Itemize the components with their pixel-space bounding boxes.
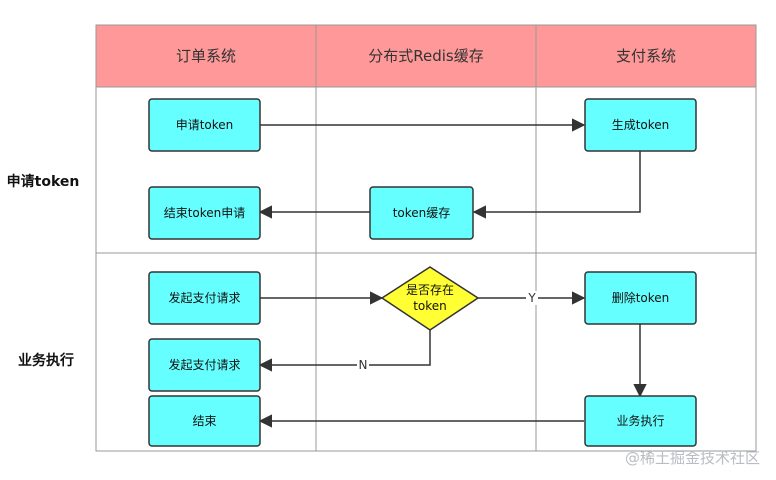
node-token-cache xyxy=(369,186,474,240)
node-apply-token xyxy=(148,98,261,152)
node-decision-label-line2: token xyxy=(413,299,447,313)
node-business-exec xyxy=(584,395,697,447)
column-title-redis: 分布式Redis缓存 xyxy=(368,47,483,65)
node-pay-request-1 xyxy=(148,271,261,325)
edge-generate-to-cache xyxy=(472,151,641,219)
node-pay-request-2 xyxy=(148,338,261,392)
no-label-bg xyxy=(357,358,369,372)
node-end-apply xyxy=(148,186,261,240)
node-decision-label-line1: 是否存在 xyxy=(406,283,454,297)
column-title-order: 订单系统 xyxy=(176,47,236,65)
node-business-exec-label: 业务执行 xyxy=(616,413,664,428)
edge-decision-no xyxy=(258,330,431,372)
edge-label-no: N xyxy=(359,358,368,372)
node-delete-token-label: 删除token xyxy=(612,290,670,305)
node-decision-exists-token xyxy=(380,266,480,331)
node-end xyxy=(148,395,261,447)
node-end-apply-label: 结束token申请 xyxy=(164,206,246,220)
watermark-text: @稀土掘金技术社区 xyxy=(625,449,760,467)
column-title-payment: 支付系统 xyxy=(616,47,676,65)
lane-body-frame xyxy=(95,86,757,452)
node-end-label: 结束 xyxy=(192,414,216,428)
edge-label-yes: Y xyxy=(527,291,536,305)
row-label-apply-token: 申请token xyxy=(7,173,80,190)
node-pay-request-2-label: 发起支付请求 xyxy=(168,357,240,372)
node-delete-token xyxy=(584,271,697,325)
node-generate-token-label: 生成token xyxy=(612,118,670,132)
header-redis-cache xyxy=(315,24,537,88)
node-token-cache-label: token缓存 xyxy=(393,206,451,220)
yes-label-bg xyxy=(526,291,538,305)
header-order-system xyxy=(95,24,317,88)
header-payment-system xyxy=(535,24,757,88)
row-label-business: 业务执行 xyxy=(18,352,74,369)
node-generate-token xyxy=(584,98,697,152)
node-pay-request-1-label: 发起支付请求 xyxy=(168,290,240,305)
node-apply-token-label: 申请token xyxy=(176,118,234,132)
